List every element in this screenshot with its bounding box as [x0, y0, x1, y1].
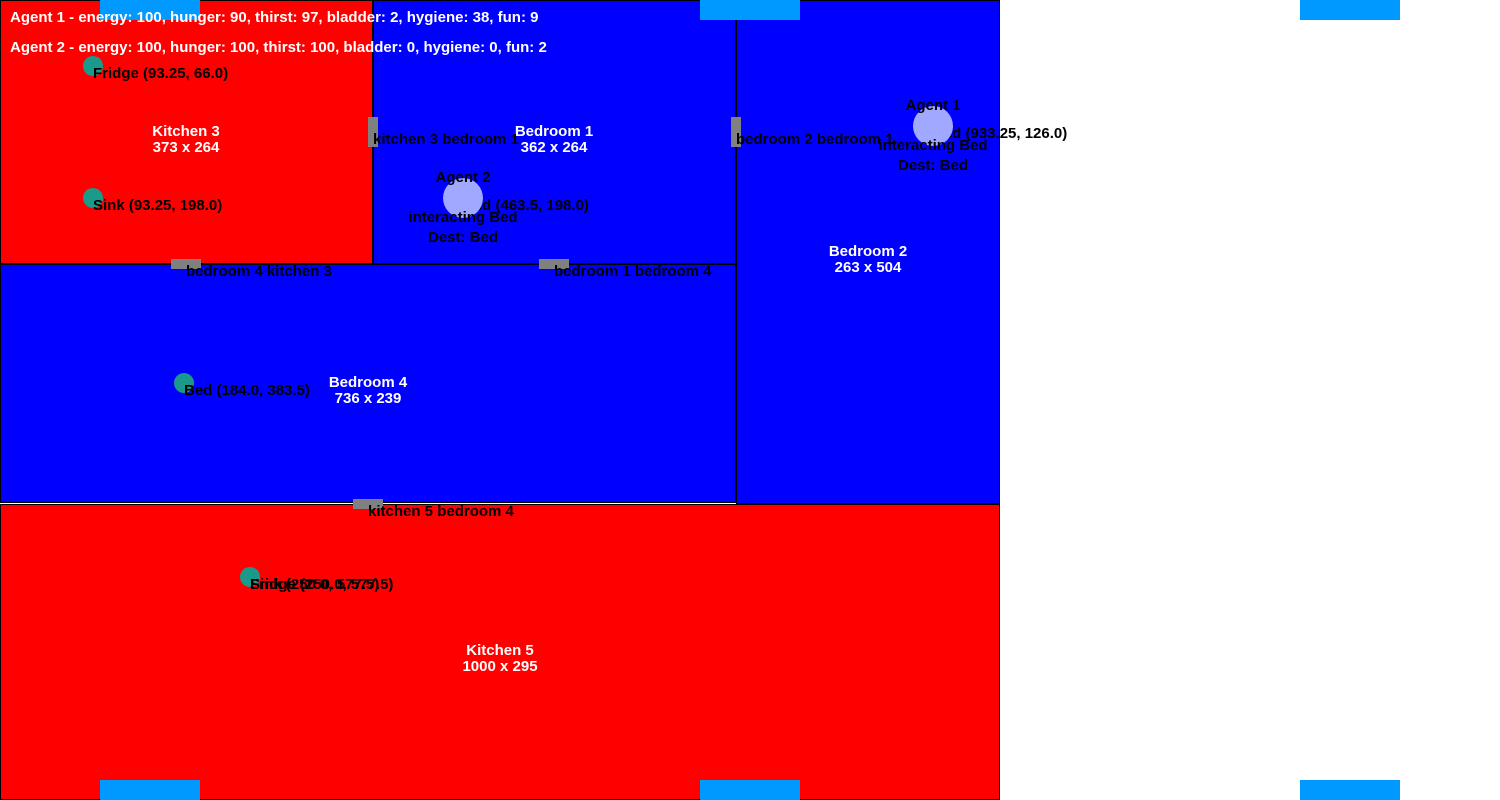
- sink-object-kitchen-5[interactable]: [240, 567, 260, 587]
- agent-1-action: interacting Bed: [878, 137, 988, 154]
- door-kitchen5-bedroom4: [353, 499, 383, 509]
- door-label-kitchen5-bedroom4: kitchen 5 bedroom 4: [368, 503, 514, 520]
- room-size: 1000 x 295: [462, 658, 538, 675]
- room-bedroom-2: [736, 0, 1000, 504]
- room-label-bedroom-4: Bedroom 4 736 x 239: [329, 375, 407, 407]
- fridge-label-kitchen-5: Fridge (250.0, 577.5): [250, 576, 394, 593]
- door-label-kitchen3-bedroom1: kitchen 3 bedroom 1: [373, 131, 519, 148]
- agent-2-destination: Dest: Bed: [427, 229, 499, 246]
- agent-1-token[interactable]: [913, 106, 953, 146]
- sink-label-kitchen-5: Sink (250.0, 577.5): [250, 576, 380, 593]
- room-label-kitchen-5: Kitchen 5 1000 x 295: [462, 643, 537, 675]
- room-name: Bedroom 2: [828, 243, 908, 260]
- room-name: Bedroom 1: [514, 123, 594, 140]
- room-size: 373 x 264: [152, 139, 220, 156]
- room-kitchen-3: [0, 0, 373, 264]
- room-name: Bedroom 4: [328, 374, 408, 391]
- door-kitchen3-bedroom1: [368, 117, 378, 147]
- room-kitchen-5: [0, 504, 1000, 800]
- bed-label-bedroom-4: Bed (184.0, 383.5): [184, 382, 310, 399]
- room-label-kitchen-3: Kitchen 3 373 x 264: [152, 124, 220, 156]
- door-label-bedroom1-bedroom4: bedroom 1 bedroom 4: [554, 263, 712, 280]
- agent-1-destination: Dest: Bed: [897, 157, 969, 174]
- spawn-marker-bottom-1: [100, 780, 200, 800]
- room-label-bedroom-2: Bedroom 2 263 x 504: [829, 244, 907, 276]
- spawn-marker-top-1: [100, 0, 200, 20]
- spawn-marker-bottom-2: [700, 780, 800, 800]
- fridge-object-kitchen-3[interactable]: [83, 56, 103, 76]
- room-name: Kitchen 3: [152, 123, 220, 140]
- spawn-marker-bottom-3: [1300, 780, 1400, 800]
- spawn-marker-top-3: [1300, 0, 1400, 20]
- room-bedroom-4: [0, 264, 736, 503]
- door-bedroom1-bedroom4: [539, 259, 569, 269]
- agent-1-name: Agent 1: [905, 97, 961, 114]
- door-label-bedroom2-bedroom1: bedroom 2 bedroom 1: [736, 131, 894, 148]
- sink-object-kitchen-3[interactable]: [83, 188, 103, 208]
- room-name: Kitchen 5: [466, 642, 534, 659]
- door-bedroom2-bedroom1: [731, 117, 741, 147]
- agent-2-name: Agent 2: [435, 169, 491, 186]
- spawn-marker-top-2: [700, 0, 800, 20]
- bed-label-bedroom-1: Bed (463.5, 198.0): [463, 197, 589, 214]
- fridge-label-kitchen-3: Fridge (93.25, 66.0): [93, 65, 229, 82]
- bed-object-bedroom-4[interactable]: [174, 373, 194, 393]
- bed-label-bedroom-2: Bed (933.25, 126.0): [933, 125, 1068, 142]
- agent-1-status: Agent 1 - energy: 100, hunger: 90, thirs…: [10, 9, 539, 26]
- agent-2-action: interacting Bed: [408, 209, 518, 226]
- sink-label-kitchen-3: Sink (93.25, 198.0): [93, 197, 223, 214]
- room-size: 736 x 239: [334, 390, 402, 407]
- agent-2-status: Agent 2 - energy: 100, hunger: 100, thir…: [10, 39, 547, 56]
- room-label-bedroom-1: Bedroom 1 362 x 264: [515, 124, 593, 156]
- room-size: 362 x 264: [520, 139, 588, 156]
- room-bedroom-1: [373, 0, 736, 264]
- door-label-bedroom4-kitchen3: bedroom 4 kitchen 3: [186, 263, 332, 280]
- agent-2-token[interactable]: [443, 178, 483, 218]
- room-size: 263 x 504: [834, 259, 902, 276]
- door-bedroom4-kitchen3: [171, 259, 201, 269]
